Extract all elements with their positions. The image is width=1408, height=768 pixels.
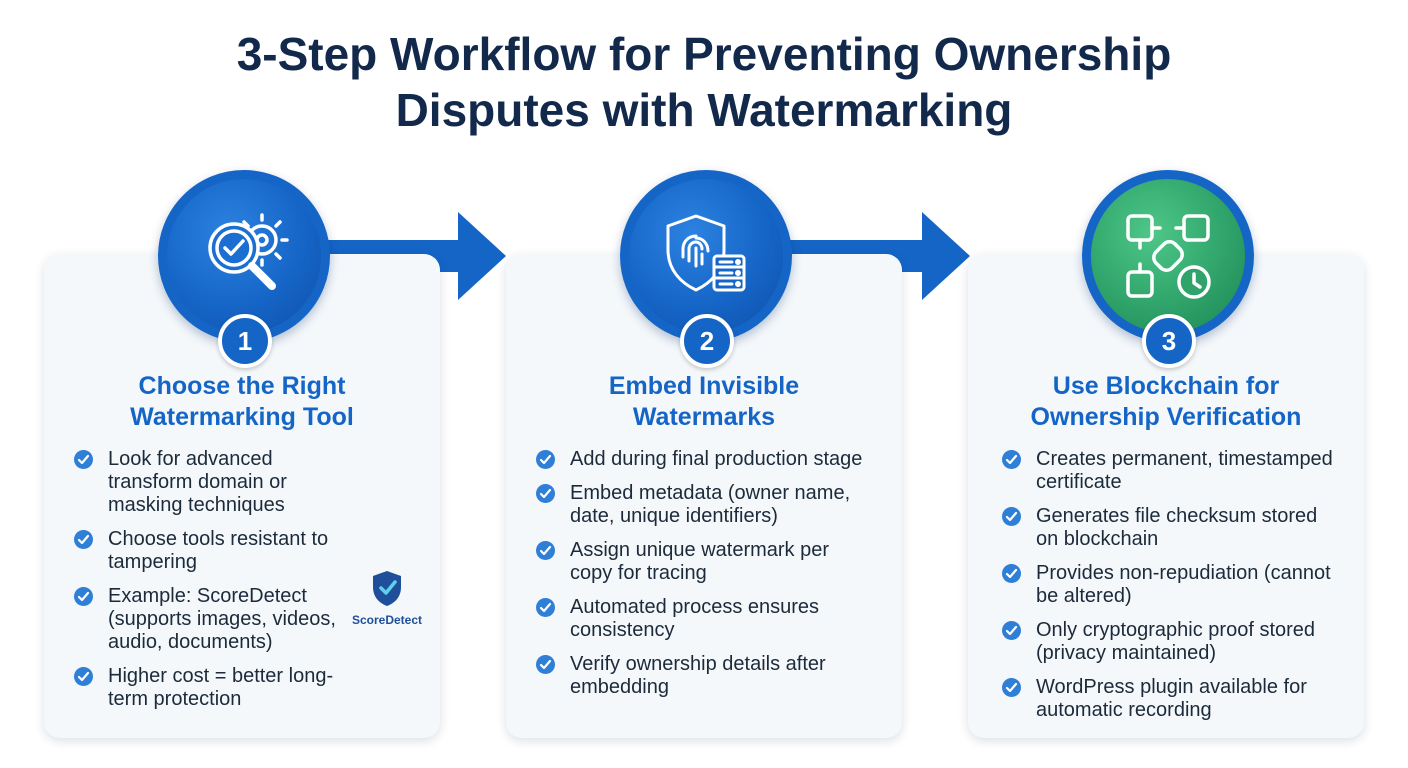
- list-item: Generates file checksum stored on blockc…: [1002, 505, 1342, 551]
- checkmark-icon: [1002, 621, 1021, 640]
- list-item-text: Creates permanent, timestamped certifica…: [1036, 448, 1333, 493]
- step-2-icon-circle: [620, 170, 792, 342]
- checkmark-icon: [74, 667, 93, 686]
- list-item-text: Assign unique watermark per copy for tra…: [570, 539, 830, 584]
- step-1-number-badge: 1: [218, 314, 272, 368]
- step-3-heading-line-1: Use Blockchain for: [1052, 372, 1280, 400]
- scoredetect-shield-icon: [373, 571, 401, 606]
- list-item-text: Automated process ensures consistency: [570, 596, 820, 641]
- list-item: Assign unique watermark per copy for tra…: [536, 539, 876, 585]
- list-item: Verify ownership details after embedding: [536, 653, 876, 699]
- list-item: Example: ScoreDetect (supports images, v…: [74, 585, 354, 654]
- checkmark-icon: [74, 450, 93, 469]
- step-3-icon-circle: [1082, 170, 1254, 342]
- step-3-heading-line-2: Ownership Verification: [1030, 403, 1302, 431]
- title-line-2: Disputes with Watermarking: [395, 84, 1013, 136]
- step-3-number-badge: 3: [1142, 314, 1196, 368]
- shield-fingerprint-server-icon: [666, 214, 746, 292]
- list-item-text: Higher cost = better long-term protectio…: [108, 665, 334, 710]
- checkmark-icon: [1002, 678, 1021, 697]
- step-2-list: Add during final production stage Embed …: [536, 448, 876, 710]
- checkmark-icon: [536, 598, 555, 617]
- list-item-text: Generates file checksum stored on blockc…: [1036, 505, 1318, 550]
- list-item-text: Embed metadata (owner name, date, unique…: [570, 482, 851, 527]
- list-item-text: Add during final production stage: [570, 448, 863, 470]
- list-item-text: Provides non-repudiation (cannot be alte…: [1036, 562, 1331, 607]
- step-1-list: Look for advanced transform domain or ma…: [74, 448, 354, 722]
- list-item-text: Verify ownership details after embedding: [570, 653, 826, 698]
- scoredetect-logo-text: ScoreDetect: [351, 613, 423, 627]
- checkmark-icon: [536, 541, 555, 560]
- list-item-text: Only cryptographic proof stored (privacy…: [1036, 619, 1316, 664]
- checkmark-icon: [536, 655, 555, 674]
- step-1-heading: Choose the Right Watermarking Tool: [44, 371, 440, 433]
- list-item: WordPress plugin available for automatic…: [1002, 676, 1342, 722]
- list-item: Add during final production stage: [536, 448, 876, 471]
- page-title: 3-Step Workflow for Preventing Ownership…: [0, 26, 1408, 138]
- step-1-heading-line-1: Choose the Right: [138, 372, 346, 400]
- list-item: Choose tools resistant to tampering: [74, 528, 354, 574]
- list-item: Provides non-repudiation (cannot be alte…: [1002, 562, 1342, 608]
- list-item-text: WordPress plugin available for automatic…: [1036, 676, 1307, 721]
- list-item-text: Example: ScoreDetect (supports images, v…: [108, 585, 336, 653]
- scoredetect-logo: ScoreDetect: [348, 568, 426, 627]
- blockchain-link-clock-icon: [1126, 214, 1211, 299]
- checkmark-icon: [536, 484, 555, 503]
- checkmark-icon: [536, 450, 555, 469]
- checkmark-icon: [74, 587, 93, 606]
- checkmark-icon: [1002, 564, 1021, 583]
- list-item: Creates permanent, timestamped certifica…: [1002, 448, 1342, 494]
- step-1-heading-line-2: Watermarking Tool: [130, 403, 354, 431]
- checkmark-icon: [1002, 507, 1021, 526]
- step-3-list: Creates permanent, timestamped certifica…: [1002, 448, 1342, 733]
- list-item: Only cryptographic proof stored (privacy…: [1002, 619, 1342, 665]
- list-item: Higher cost = better long-term protectio…: [74, 665, 354, 711]
- step-2-number-badge: 2: [680, 314, 734, 368]
- list-item: Embed metadata (owner name, date, unique…: [536, 482, 876, 528]
- title-line-1: 3-Step Workflow for Preventing Ownership: [236, 28, 1172, 80]
- list-item: Automated process ensures consistency: [536, 596, 876, 642]
- magnifier-check-gear-icon: [208, 213, 289, 290]
- step-2-heading-line-2: Watermarks: [632, 403, 776, 431]
- step-1-icon-circle: [158, 170, 330, 342]
- step-3-heading: Use Blockchain for Ownership Verificatio…: [968, 371, 1364, 433]
- list-item-text: Look for advanced transform domain or ma…: [108, 448, 287, 516]
- checkmark-icon: [1002, 450, 1021, 469]
- list-item: Look for advanced transform domain or ma…: [74, 448, 354, 517]
- list-item-text: Choose tools resistant to tampering: [108, 528, 329, 573]
- step-2-heading-line-1: Embed Invisible: [608, 372, 800, 400]
- checkmark-icon: [74, 530, 93, 549]
- step-2-heading: Embed Invisible Watermarks: [506, 371, 902, 433]
